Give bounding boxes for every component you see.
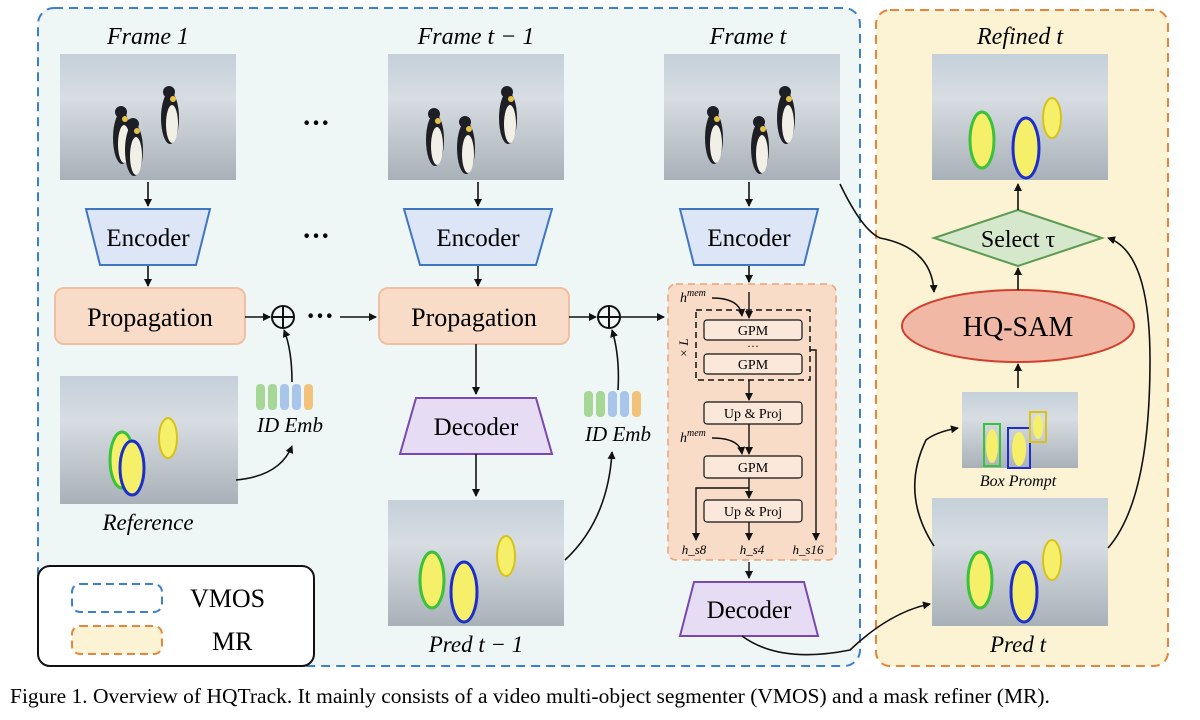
ellipsis-frames: ··· xyxy=(302,108,330,139)
encoder-label-1: Encoder xyxy=(106,225,190,252)
box-prompt-label: Box Prompt xyxy=(980,473,1057,490)
pred-t-minus-1-image xyxy=(388,500,564,626)
select-label: Select τ xyxy=(981,227,1056,253)
propagation-label-1: Propagation xyxy=(87,303,213,332)
id-emb-bar xyxy=(632,391,641,417)
reference-image xyxy=(60,376,238,504)
up-proj-block-1 xyxy=(703,401,803,425)
pred-t-minus-1-label: Pred t − 1 xyxy=(428,632,524,657)
id-emb-bars-2 xyxy=(584,391,641,417)
legend-vmos-label: VMOS xyxy=(190,584,265,613)
propagation-block-2 xyxy=(378,287,570,345)
up-proj-block-2 xyxy=(703,499,803,523)
frame-1-image xyxy=(60,54,236,180)
frame-t-minus-1-title: Frame t − 1 xyxy=(417,24,535,50)
decoder-block-2 xyxy=(678,581,820,637)
h-mem-label-2: hmem xyxy=(680,428,706,446)
refined-t-title: Refined t xyxy=(976,24,1064,50)
decoder-block-1 xyxy=(398,397,554,455)
id-emb-bar xyxy=(292,384,301,410)
id-emb-bar xyxy=(584,391,593,417)
legend-vmos-swatch xyxy=(71,583,163,613)
id-emb-label-1: ID Emb xyxy=(256,413,323,437)
frame-1-title: Frame 1 xyxy=(106,24,189,50)
h-mem-label-1: hmem xyxy=(680,288,706,306)
propagation-label-2: Propagation xyxy=(411,303,537,332)
frame-t-image xyxy=(664,54,840,180)
ellipsis-encoders: ··· xyxy=(302,221,330,252)
id-emb-bar xyxy=(304,384,313,410)
decoder-label-1: Decoder xyxy=(434,414,519,441)
id-emb-label-2: ID Emb xyxy=(584,422,651,446)
gpm-label-3: GPM xyxy=(738,461,769,476)
id-emb-bar xyxy=(596,391,605,417)
id-emb-bar xyxy=(280,384,289,410)
gpm-dots: ··· xyxy=(747,339,759,353)
select-block xyxy=(930,208,1106,268)
add-op-2 xyxy=(597,305,621,329)
frame-t-minus-1-image xyxy=(388,54,564,180)
decoder-label-2: Decoder xyxy=(707,597,792,624)
add-op-1 xyxy=(271,305,295,329)
id-emb-bar xyxy=(268,384,277,410)
gpm-block-1 xyxy=(703,319,803,341)
encoder-block-1 xyxy=(84,208,212,266)
legend-mr-label: MR xyxy=(212,627,253,656)
legend-mr-swatch xyxy=(71,625,163,655)
encoder-block-2 xyxy=(402,208,554,266)
pred-t-label: Pred t xyxy=(989,632,1047,657)
hqsam-label: HQ-SAM xyxy=(963,312,1074,343)
gpm-label-2: GPM xyxy=(738,358,769,373)
gpm-block-2 xyxy=(703,353,803,375)
box-prompt-image xyxy=(962,392,1078,469)
encoder-block-3 xyxy=(678,208,820,266)
up-proj-label-1: Up & Proj xyxy=(724,407,782,422)
gpm-label-1: GPM xyxy=(738,324,769,339)
id-emb-bar xyxy=(256,384,265,410)
reference-label: Reference xyxy=(101,510,193,535)
id-emb-bars-1 xyxy=(256,384,313,410)
up-proj-label-2: Up & Proj xyxy=(724,505,782,520)
frame-t-title: Frame t xyxy=(709,24,788,50)
h-s4-label: h_s4 xyxy=(740,542,765,557)
refined-t-image xyxy=(932,54,1108,180)
gpm-loop-box xyxy=(695,309,811,381)
id-emb-bar xyxy=(608,391,617,417)
pred-t-image xyxy=(932,498,1108,626)
flow-arrows xyxy=(144,182,1151,656)
encoder-label-2: Encoder xyxy=(436,225,520,252)
times-l-label: × L xyxy=(676,338,691,357)
gpm-block-3 xyxy=(703,455,803,479)
ellipsis-propagation: ··· xyxy=(306,301,334,332)
h-s8-label: h_s8 xyxy=(682,542,707,557)
figure-caption: Figure 1. Overview of HQTrack. It mainly… xyxy=(10,684,1050,708)
detail-arrows xyxy=(692,292,820,579)
encoder-label-3: Encoder xyxy=(707,225,791,252)
h-s16-label: h_s16 xyxy=(792,542,824,557)
id-emb-bar xyxy=(620,391,629,417)
propagation-block-1 xyxy=(54,287,246,345)
